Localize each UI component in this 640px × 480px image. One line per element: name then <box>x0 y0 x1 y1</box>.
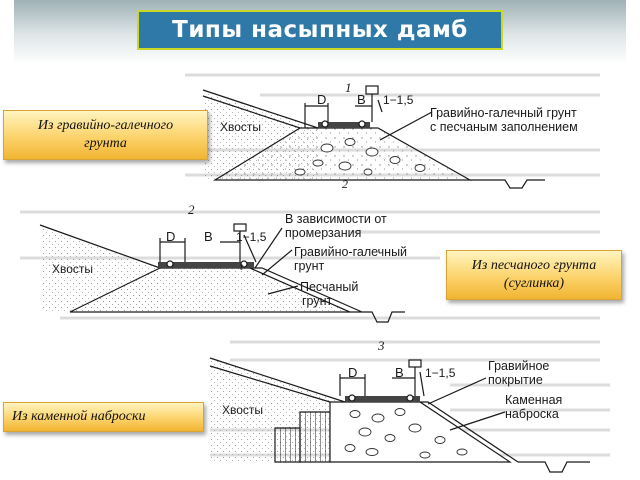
label-rock-dam: Из каменной наброски <box>3 402 204 432</box>
diagram-2-tails: Хвосты <box>52 262 93 276</box>
diagram-3-callout-cover-2: покрытие <box>488 373 543 387</box>
diagram-2-callout-top-1: В зависимости от <box>285 212 387 226</box>
diagram-1-b: B <box>357 92 366 107</box>
diagram-2-callout-top-2: промерзания <box>285 226 361 240</box>
diagram-1-callout-line-1: Гравийно-галечный грунт <box>430 106 577 120</box>
drain-block-b <box>299 411 331 463</box>
label-gravel-dam: Из гравийно-галечного грунта <box>3 110 208 160</box>
diagram-3-slope: 1−1,5 <box>425 366 456 380</box>
diagram-3-callout-rock-1: Каменная <box>505 393 562 407</box>
diagram-2-callout-gravel-2: грунт <box>294 259 325 273</box>
diagram-1-bottom-number: 2 <box>342 177 348 191</box>
diagram-3-callout-rock-2: наброска <box>505 407 559 421</box>
dam-diagram-2 <box>39 223 405 323</box>
diagram-2-number: 2 <box>188 202 195 217</box>
diagram-1-tails: Хвосты <box>220 120 261 134</box>
diagram-1-number: 1 <box>345 80 352 95</box>
diagram-2-b: B <box>204 229 213 244</box>
diagram-2-slope: 1−1,5 <box>236 230 267 244</box>
diagram-3-b: B <box>395 365 404 380</box>
page-title: Типы насыпных дамб <box>137 10 503 50</box>
diagram-2-callout-gravel-1: Гравийно-галечный <box>294 245 407 259</box>
diagram-1-d: D <box>317 92 326 107</box>
diagram-3-tails: Хвосты <box>222 403 263 417</box>
drain-block-a <box>274 427 301 463</box>
diagram-2-d: D <box>166 229 175 244</box>
diagram-2-callout-sand-1: Песчаный <box>300 280 358 294</box>
dam-diagram-3 <box>209 357 590 473</box>
diagram-1-slope: 1−1,5 <box>383 93 414 107</box>
diagram-2-t: t <box>240 261 244 273</box>
diagram-3-number: 3 <box>377 338 385 353</box>
diagram-3-callout-cover-1: Гравийное <box>488 359 549 373</box>
label-sand-dam: Из песчаного грунта (суглинка) <box>446 250 622 300</box>
diagram-1-callout-line-2: с песчаным заполнением <box>430 120 578 134</box>
diagram-3-d: D <box>348 365 357 380</box>
diagram-2-callout-sand-2: грунт <box>302 294 333 308</box>
dam-diagram-1 <box>202 85 545 189</box>
